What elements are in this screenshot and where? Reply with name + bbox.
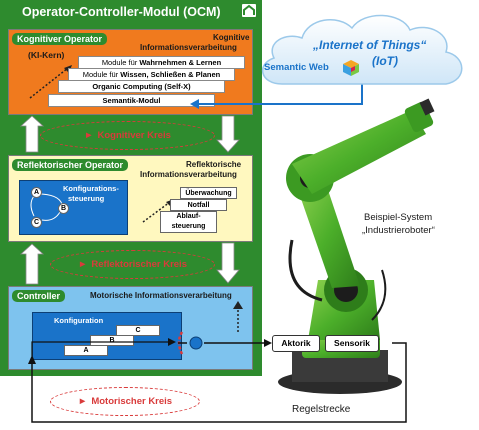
regelstrecke-label: Regelstrecke — [292, 404, 351, 415]
config-b: B — [90, 335, 134, 346]
cognitive-loop-label: Kognitiver Kreis — [97, 130, 171, 141]
motoric-loop: ►Motorischer Kreis — [50, 387, 200, 416]
reflective-loop: ►Reflektorischer Kreis — [50, 250, 215, 279]
box-notfall: Notfall — [170, 199, 227, 211]
motoric-loop-label: Motorischer Kreis — [91, 396, 173, 407]
box-ueberwachung: Überwachung — [180, 187, 237, 199]
config-control-line1: Konfigurations- — [63, 184, 119, 193]
semantic-web-cube-icon — [343, 60, 359, 76]
layer-wahrnehmen-prefix: Module für — [101, 58, 140, 67]
layer-wissen-text: Wissen, Schließen & Planen — [120, 70, 221, 79]
state-c: C — [31, 217, 42, 228]
reflective-operator-tag: Reflektorischer Operator — [12, 159, 129, 171]
box-ablauf-line2: steuerung — [171, 223, 206, 230]
reflective-heading-line1: Reflektorische — [186, 160, 242, 169]
config-a: A — [64, 345, 108, 356]
robot-caption-line1: Beispiel-System — [364, 212, 433, 223]
switch-symbol — [177, 331, 203, 355]
box-ablaufsteuerung: Ablauf- steuerung — [160, 211, 217, 233]
ocm-flow-arrows — [19, 115, 240, 285]
configuration-label: Konfiguration — [54, 316, 104, 325]
layer-semantik-text: Semantik-Modul — [102, 96, 161, 105]
semantic-web-label: Semantic Web — [264, 62, 329, 73]
ocm-title: Operator-Controller-Modul (OCM) — [22, 5, 221, 19]
home-icon[interactable] — [242, 4, 256, 17]
layer-organic-text: Organic Computing (Self-X) — [92, 82, 191, 91]
layer-wissen: Module für Wissen, Schließen & Planen — [68, 68, 235, 81]
controller-heading: Motorische Informationsverarbeitung — [90, 291, 232, 300]
layer-wissen-prefix: Module für — [82, 70, 121, 79]
cognitive-heading-line2: Informationsverarbeitung — [140, 43, 237, 52]
state-a: A — [31, 187, 42, 198]
box-ablauf-line1: Ablauf- — [176, 213, 201, 220]
config-c: C — [116, 325, 160, 336]
layer-semantik: Semantik-Modul — [48, 94, 215, 107]
layer-organic: Organic Computing (Self-X) — [58, 80, 225, 93]
state-b: B — [58, 203, 69, 214]
robot-caption-line2: „Industrieroboter“ — [362, 225, 435, 236]
cognitive-operator-tag: Kognitiver Operator — [12, 33, 108, 45]
sensorik-box: Sensorik — [325, 335, 379, 352]
reflective-heading-line2: Informationsverarbeitung — [140, 170, 237, 179]
config-control-line2: steuerung — [68, 194, 105, 203]
controller-tag: Controller — [12, 290, 66, 302]
aktorik-box: Aktorik — [272, 335, 320, 352]
cognitive-heading-line1: Kognitive — [213, 33, 250, 42]
controller-progress-arrow — [233, 301, 243, 332]
cognitive-loop: ►Kognitiver Kreis — [40, 121, 215, 150]
iot-title: „Internet of Things“ — [313, 38, 427, 52]
layer-wahrnehmen-text: Wahrnehmen & Lernen — [139, 58, 222, 67]
industrial-robot-illustration — [278, 98, 435, 394]
iot-cloud — [262, 14, 463, 85]
reflective-loop-label: Reflektorischer Kreis — [91, 259, 187, 270]
iot-abbrev: (IoT) — [372, 54, 398, 68]
ki-core-label: (KI-Kern) — [28, 50, 65, 60]
